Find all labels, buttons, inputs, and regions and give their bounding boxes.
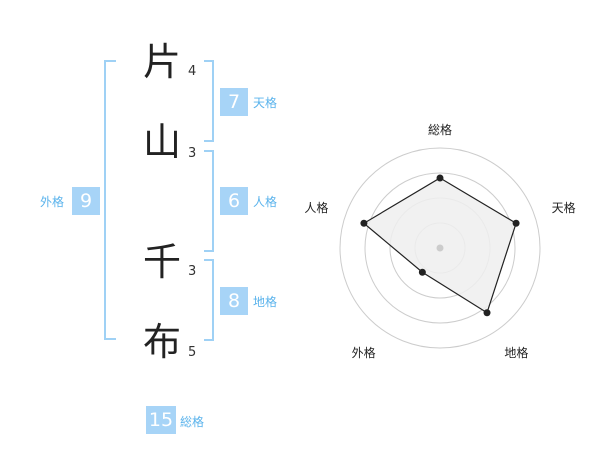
stroke-count-3: 3: [188, 264, 197, 279]
radar-ring-4: [339, 147, 541, 349]
jinkaku-label: 人格: [253, 195, 278, 209]
radar-point-3: [418, 268, 426, 276]
gaikaku-label: 外格: [40, 195, 65, 209]
chikaku-label: 地格: [253, 295, 278, 309]
radar-point-0: [436, 174, 444, 182]
tenkaku-value: 7: [220, 88, 248, 116]
soukaku-label: 総格: [180, 415, 205, 429]
name-char-3: 千: [142, 240, 181, 284]
gaikaku-value: 9: [72, 187, 100, 215]
radar-axis-label-2: 地格: [504, 345, 528, 360]
radar-ring-3: [364, 172, 516, 324]
jinkaku-bracket: [204, 150, 214, 252]
chikaku-value: 8: [220, 287, 248, 315]
name-char-4: 布: [142, 320, 181, 364]
radar-point-2: [483, 309, 491, 317]
gaikaku-bracket: [104, 60, 116, 340]
tenkaku-bracket: [204, 60, 214, 142]
radar-axis-label-3: 外格: [352, 345, 376, 360]
radar-point-4: [360, 219, 368, 227]
stroke-count-4: 5: [188, 345, 197, 360]
chikaku-bracket: [204, 259, 214, 341]
radar-axis-label-1: 天格: [552, 200, 576, 215]
soukaku-value: 15: [146, 406, 176, 434]
name-char-2: 山: [142, 120, 181, 164]
radar-axis-label-0: 総格: [428, 122, 452, 137]
name-char-1: 片: [142, 40, 181, 84]
stroke-count-1: 4: [188, 64, 197, 79]
stroke-count-2: 3: [188, 146, 197, 161]
radar-center-dot: [436, 244, 444, 252]
tenkaku-label: 天格: [253, 96, 278, 110]
radar-point-1: [512, 219, 520, 227]
jinkaku-value: 6: [220, 187, 248, 215]
radar-axis-label-4: 人格: [304, 200, 328, 215]
